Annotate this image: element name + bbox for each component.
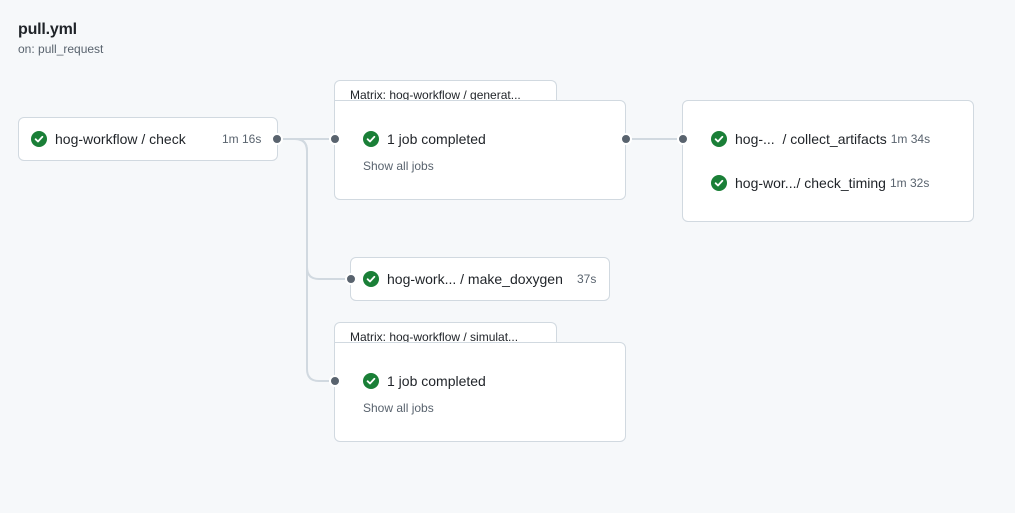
job-name-make-doxygen: hog-work... / make_doxygen [387, 271, 563, 287]
connector-dot-generate-in [329, 133, 341, 145]
show-all-jobs-link-simulate[interactable]: Show all jobs [363, 401, 434, 415]
job-duration-check-timing: 1m 32s [889, 176, 930, 190]
job-card-make-doxygen[interactable]: hog-work... / make_doxygen 37s [350, 257, 610, 301]
job-name-check: hog-workflow / check [55, 131, 186, 147]
check-circle-fill-icon [363, 271, 379, 287]
job-row-check-timing[interactable]: hog-wor.../ check_timing 1m 32s [711, 175, 929, 191]
job-group-card-final: hog-... / collect_artifacts 1m 34s hog-w… [682, 100, 974, 222]
connector-dot-check-out [271, 133, 283, 145]
job-duration-check: 1m 16s [222, 132, 262, 146]
job-duration-make-doxygen: 37s [577, 272, 597, 286]
check-circle-fill-icon [363, 373, 379, 389]
connector-check-to-simulate [294, 138, 335, 382]
check-circle-fill-icon [31, 131, 47, 147]
workflow-header: pull.yml on: pull_request [18, 20, 103, 56]
matrix-tab-simulate[interactable]: Matrix: hog-workflow / simulat... [334, 322, 557, 344]
matrix-card-simulate[interactable]: 1 job completed Show all jobs [334, 342, 626, 442]
workflow-file-name: pull.yml [18, 21, 77, 38]
check-circle-fill-icon [363, 131, 379, 147]
connector-dot-generate-out [620, 133, 632, 145]
job-row-collect-artifacts[interactable]: hog-... / collect_artifacts 1m 34s [711, 131, 930, 147]
job-duration-collect-artifacts: 1m 34s [890, 132, 931, 146]
matrix-summary-simulate: 1 job completed [387, 373, 486, 389]
workflow-trigger: on: pull_request [18, 42, 104, 56]
job-card-check[interactable]: hog-workflow / check 1m 16s [18, 117, 278, 161]
connector-dot-simulate-in [329, 375, 341, 387]
matrix-tab-generate[interactable]: Matrix: hog-workflow / generat... [334, 80, 557, 102]
job-name-check-timing: hog-wor.../ check_timing [735, 175, 886, 191]
matrix-card-generate[interactable]: 1 job completed Show all jobs [334, 100, 626, 200]
show-all-jobs-link-generate[interactable]: Show all jobs [363, 159, 434, 173]
check-circle-fill-icon [711, 131, 727, 147]
connector-dot-collect-in [677, 133, 689, 145]
job-name-collect-artifacts: hog-... / collect_artifacts [735, 131, 887, 147]
matrix-summary-generate: 1 job completed [387, 131, 486, 147]
connector-dot-doxygen-in [345, 273, 357, 285]
check-circle-fill-icon [711, 175, 727, 191]
